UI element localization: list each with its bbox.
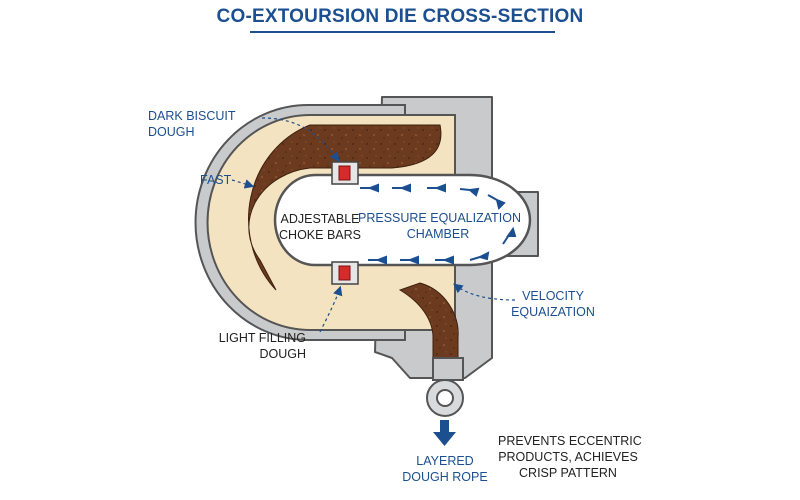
flow-arrows (360, 183, 517, 265)
label-choke-bars-line1: ADJESTABLE (280, 212, 360, 226)
dark-dough-layer (248, 124, 442, 291)
label-rope-line2: DOUGH ROPE (402, 470, 488, 484)
label-light-dough-line1: LIGHT FILLING (218, 331, 306, 345)
label-choke-bars: ADJESTABLE CHOKE BARS (278, 211, 362, 243)
label-light-filling-dough: LIGHT FILLING DOUGH (180, 330, 306, 362)
leader-velocity (453, 283, 516, 301)
label-velocity-equalization: VELOCITY EQUAIZATION (508, 288, 598, 320)
label-pressure-chamber-line1: PRESSURE EQUALIZATION (358, 211, 521, 225)
label-dark-biscuit-dough: DARK BISCUIT DOUGH (148, 108, 236, 140)
label-pressure-chamber: PRESSURE EQUALIZATION CHAMBER (358, 210, 521, 242)
label-velocity-line2: EQUAIZATION (511, 305, 595, 319)
outlet-ring (426, 379, 464, 417)
label-fast: FAST (200, 173, 232, 187)
pressure-equalization-chamber (273, 173, 532, 267)
diagram-title: CO-EXTOURSION DIE CROSS-SECTION (216, 6, 584, 27)
label-rope-line1: LAYERED (416, 454, 474, 468)
label-benefit: PREVENTS ECCENTRIC PRODUCTS, ACHIEVES CR… (498, 433, 642, 481)
choke-bar-bottom (331, 261, 359, 285)
title-underline (250, 31, 555, 33)
label-choke-bars-line2: CHOKE BARS (279, 228, 361, 242)
label-benefit-line1: PREVENTS ECCENTRIC (498, 434, 642, 448)
label-dark-biscuit-dough-line1: DARK BISCUIT (148, 109, 236, 123)
choke-bar-top (331, 161, 359, 185)
leader-lines (231, 117, 516, 333)
outlet-neck (432, 357, 464, 381)
label-velocity-line1: VELOCITY (522, 289, 584, 303)
output-arrow (433, 420, 456, 446)
label-layered-dough-rope: LAYERED DOUGH ROPE (395, 453, 495, 485)
label-pressure-chamber-line2: CHAMBER (406, 227, 470, 241)
label-benefit-line3: CRISP PATTERN (519, 466, 617, 480)
label-dark-biscuit-dough-line2: DOUGH (148, 125, 195, 139)
label-benefit-line2: PRODUCTS, ACHIEVES (498, 450, 638, 464)
label-light-dough-line2: DOUGH (259, 347, 306, 361)
